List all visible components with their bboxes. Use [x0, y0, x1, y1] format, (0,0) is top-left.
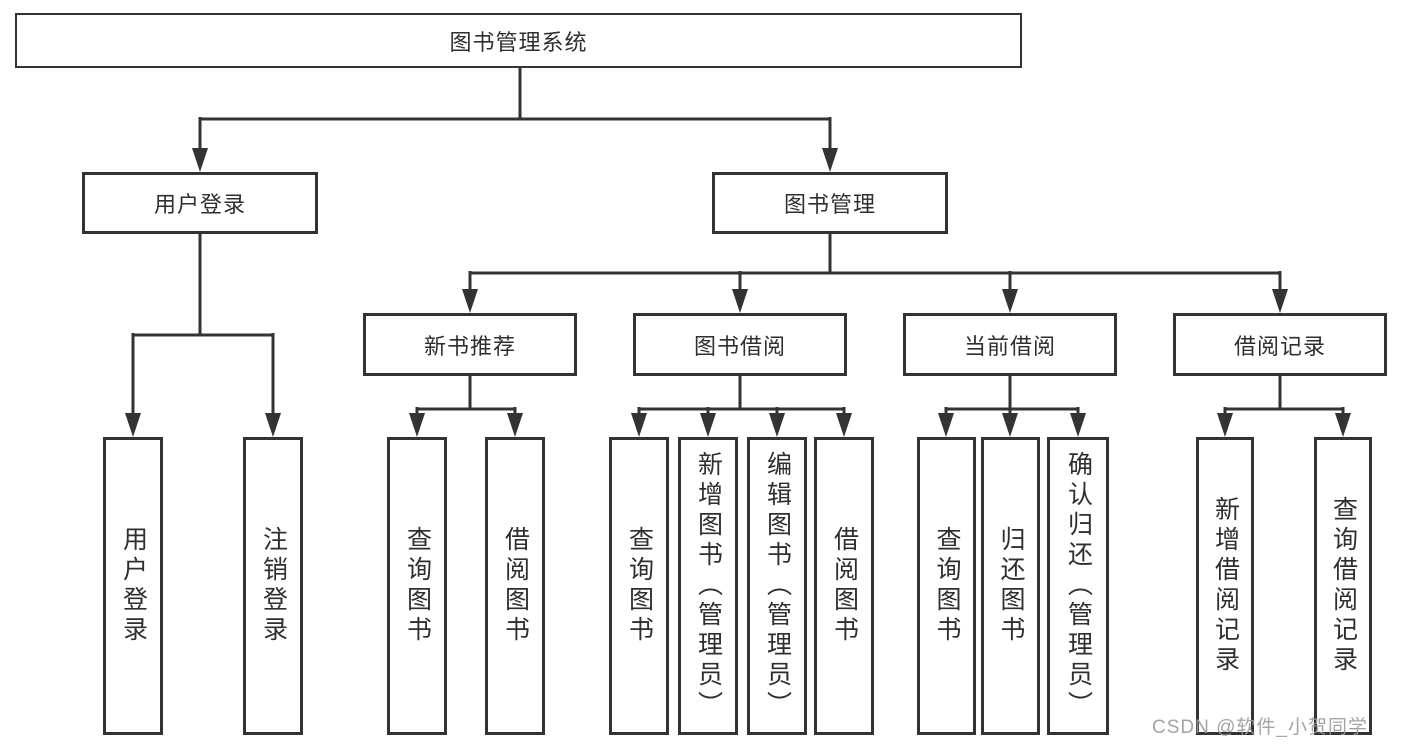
node-book-management: 图书管理: [712, 172, 948, 234]
arrowheads: [125, 148, 1351, 437]
leaf-borrow-query-books: 查询图书: [609, 437, 669, 735]
leaf-borrow-borrow-books: 借阅图书: [814, 437, 874, 735]
leaf-records-query-record: 查询借阅记录: [1314, 437, 1372, 735]
node-book-borrowing: 图书借阅: [633, 313, 847, 376]
leaf-records-add-record: 新增借阅记录: [1196, 437, 1254, 735]
leaf-borrow-edit-books-admin: 编辑图书（管理员）: [747, 437, 807, 735]
node-user-login: 用户登录: [82, 172, 318, 234]
leaf-current-query-books: 查询图书: [917, 437, 976, 735]
node-new-book-recommend: 新书推荐: [363, 313, 577, 376]
node-library-management-system: 图书管理系统: [15, 13, 1022, 68]
csdn-watermark: CSDN @软件_小贺同学: [1152, 717, 1368, 738]
node-current-borrowing: 当前借阅: [903, 313, 1117, 376]
leaf-borrow-add-books-admin: 新增图书（管理员）: [678, 437, 738, 735]
leaf-recommend-query-books: 查询图书: [387, 437, 447, 735]
leaf-current-confirm-return-admin: 确认归还（管理员）: [1047, 437, 1109, 735]
leaf-current-return-books: 归还图书: [981, 437, 1040, 735]
leaf-user-login: 用户登录: [103, 437, 163, 735]
node-borrowing-records: 借阅记录: [1173, 313, 1387, 376]
leaf-recommend-borrow-books: 借阅图书: [485, 437, 545, 735]
leaf-logout: 注销登录: [243, 437, 303, 735]
